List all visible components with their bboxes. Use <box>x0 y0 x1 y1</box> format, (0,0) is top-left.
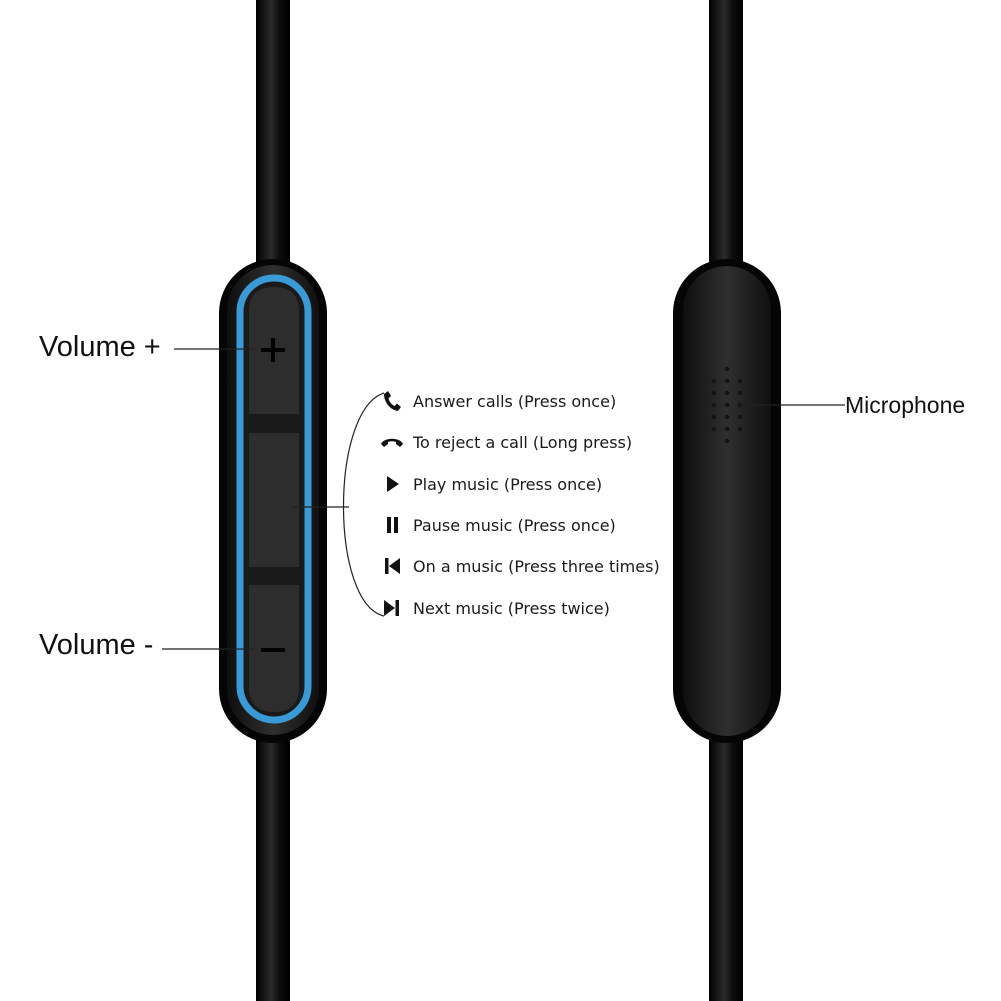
function-text: On a music (Press three times) <box>413 556 660 576</box>
function-text: Pause music (Press once) <box>413 515 616 535</box>
microphone-housing <box>673 259 781 743</box>
phone-hangup-icon <box>379 429 405 455</box>
left-cable-bottom <box>256 738 290 1001</box>
right-cable-bottom <box>709 738 743 1001</box>
microphone-label: Microphone <box>845 392 966 418</box>
function-item-next: Next music (Press twice) <box>379 594 610 622</box>
pause-icon <box>379 512 405 538</box>
multifunction-button[interactable] <box>249 433 299 567</box>
left-cable-top <box>256 0 290 262</box>
right-cable-top <box>709 0 743 262</box>
function-item-pause: Pause music (Press once) <box>379 511 616 539</box>
next-track-icon <box>379 595 405 621</box>
volume-down-label: Volume - <box>39 629 154 661</box>
remote-control <box>219 259 327 743</box>
function-text: Answer calls (Press once) <box>413 391 617 411</box>
plus-icon <box>261 338 285 362</box>
microphone-holes <box>711 366 743 444</box>
function-text: Play music (Press once) <box>413 474 603 494</box>
phone-answer-icon <box>379 388 405 414</box>
play-icon <box>379 471 405 497</box>
function-item-answer: Answer calls (Press once) <box>379 387 616 415</box>
function-item-reject: To reject a call (Long press) <box>379 428 632 456</box>
volume-up-label: Volume + <box>39 331 161 363</box>
function-text: Next music (Press twice) <box>413 598 610 618</box>
previous-track-icon <box>379 553 405 579</box>
function-bracket <box>342 392 385 617</box>
function-item-previous: On a music (Press three times) <box>379 552 660 580</box>
function-text: To reject a call (Long press) <box>413 432 633 452</box>
function-item-play: Play music (Press once) <box>379 470 602 498</box>
